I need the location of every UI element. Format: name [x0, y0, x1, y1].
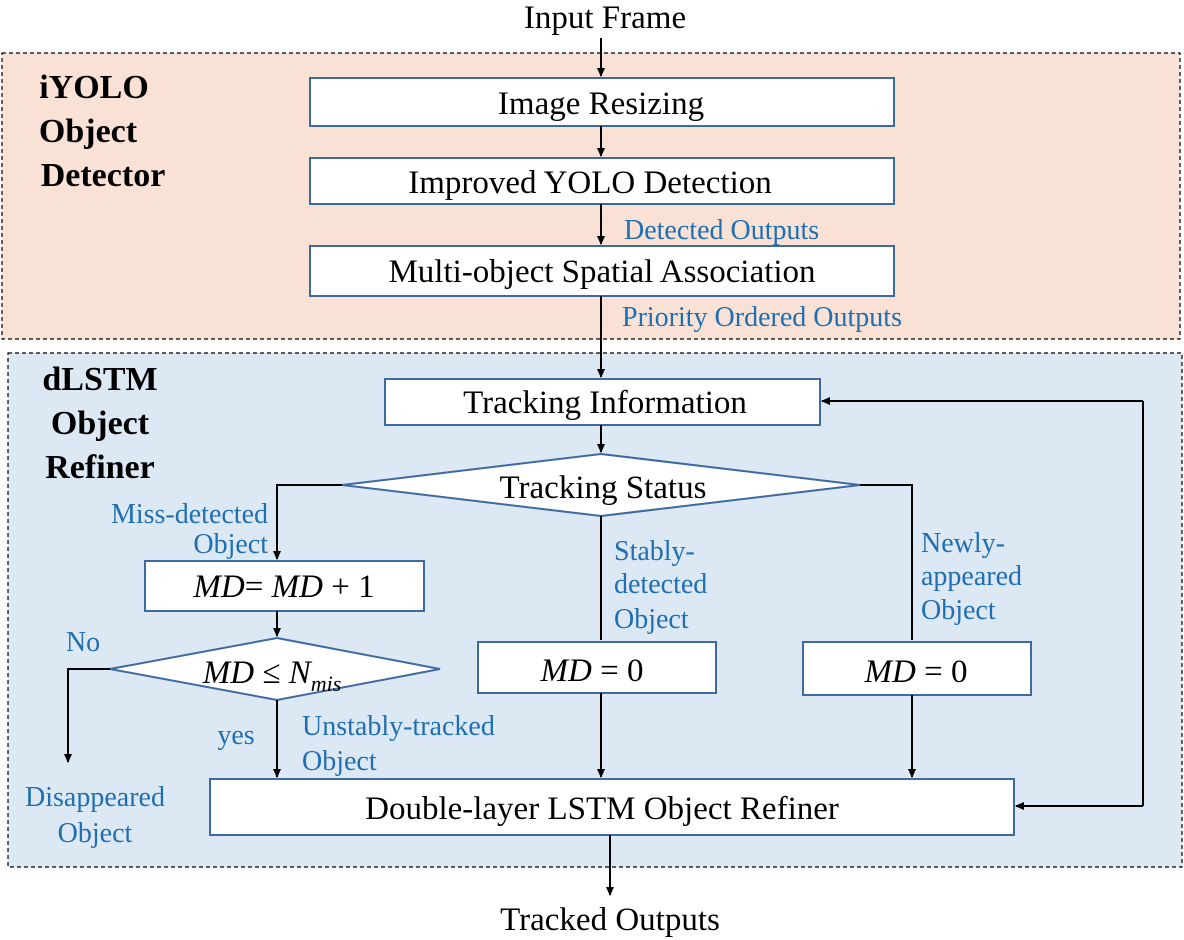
line-status-to-new [860, 484, 913, 640]
md-threshold-text: MD ≤ Nmis [202, 655, 342, 696]
arrow-status-to-miss [273, 484, 342, 560]
disappeared-label-line-1: Disappeared [25, 782, 165, 813]
newly-appeared-label-line-2: appeared [921, 561, 1022, 592]
miss-detected-label-line-1: Miss-detected [111, 499, 268, 530]
detector-title-line-3: Detector [41, 157, 166, 194]
tracking-status-text: Tracking Status [500, 470, 707, 506]
spatial-association-box [309, 245, 895, 297]
stably-detected-label-line-2: detected [614, 569, 707, 600]
detected-outputs-label: Detected Outputs [624, 215, 819, 246]
tracking-information-box [384, 378, 821, 426]
md-zero-stable-text: MD = 0 [540, 653, 644, 689]
yes-label: yes [217, 720, 254, 751]
priority-ordered-label: Priority Ordered Outputs [622, 302, 902, 333]
detector-title-line-1: iYOLO [39, 69, 149, 106]
md-zero-new-text: MD = 0 [864, 654, 968, 690]
unstably-tracked-label-line-2: Object [302, 746, 377, 777]
stably-detected-label-line-1: Stably- [614, 536, 695, 567]
arrow-no-to-disappeared [64, 668, 110, 763]
md-zero-stable-box [477, 641, 717, 694]
no-label: No [66, 627, 100, 658]
newly-appeared-label-line-1: Newly- [921, 528, 1005, 559]
input-frame-label: Input Frame [524, 0, 686, 36]
unstably-tracked-label-line-1: Unstably-tracked [302, 711, 495, 742]
md-increment-box [144, 560, 425, 612]
refiner-title-line-3: Refiner [45, 449, 155, 486]
image-resizing-text: Image Resizing [498, 86, 704, 122]
refiner-title-line-1: dLSTM [42, 361, 157, 398]
spatial-association-text: Multi-object Spatial Association [388, 254, 815, 290]
improved-yolo-box [309, 157, 895, 205]
miss-detected-label-line-2: Object [193, 529, 268, 560]
disappeared-label-line-2: Object [58, 818, 133, 849]
tracked-outputs-label: Tracked Outputs [500, 902, 720, 938]
md-zero-new-box [802, 641, 1032, 696]
lstm-refiner-text: Double-layer LSTM Object Refiner [365, 791, 839, 827]
refiner-title-line-2: Object [51, 405, 150, 442]
lstm-refiner-box [209, 778, 1015, 836]
detector-title-line-2: Object [39, 113, 138, 150]
stably-detected-label-line-3: Object [614, 604, 689, 635]
image-resizing-box [309, 77, 895, 127]
newly-appeared-label-line-3: Object [921, 595, 996, 626]
tracking-information-text: Tracking Information [463, 385, 747, 421]
improved-yolo-text: Improved YOLO Detection [408, 165, 772, 201]
md-increment-text: MD= MD + 1 [192, 569, 374, 605]
